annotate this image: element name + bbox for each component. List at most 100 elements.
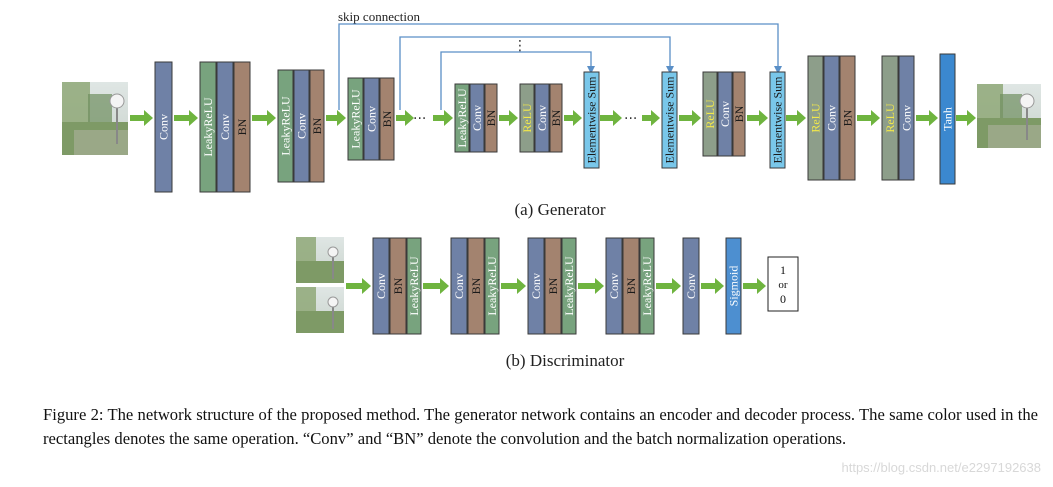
layer-rect (939, 53, 956, 185)
layer-conv-8: Conv (363, 77, 380, 161)
layer-rect (823, 55, 840, 181)
layer-conv-23: Conv (823, 55, 840, 181)
flow-arrow-19 (578, 278, 604, 294)
layer-leaky-7: LeakyReLU (347, 77, 364, 161)
layer-relu-25: ReLU (881, 55, 899, 181)
layer-conv-37: Conv (605, 237, 623, 335)
flow-arrow-6 (499, 110, 518, 126)
output-line-3: 0 (780, 292, 786, 306)
layer-conv-19: Conv (717, 71, 733, 157)
layer-conv-0: Conv (154, 61, 173, 193)
layer-leaky-4: LeakyReLU (277, 69, 294, 183)
layer-rect (682, 237, 700, 335)
skip-vertical-ellipsis: ⋮ (513, 38, 527, 54)
flow-arrow-8 (600, 110, 622, 126)
layer-label: LeakyReLU (279, 96, 293, 156)
flow-arrows (130, 110, 976, 294)
layer-rect (277, 69, 294, 183)
layer-bn-6: BN (309, 69, 325, 183)
layer-rect (484, 83, 498, 153)
flow-arrow-20 (656, 278, 681, 294)
layer-label: ReLU (809, 103, 823, 133)
layer-label: LeakyReLU (485, 256, 499, 316)
layer-rect (216, 61, 234, 193)
layer-label: BN (549, 109, 563, 126)
network-diagram: skip connection ⋮ 1 or (62, 9, 1041, 370)
layer-relu-22: ReLU (807, 55, 824, 181)
flow-arrow-7 (564, 110, 582, 126)
layer-leaky-10: LeakyReLU (454, 83, 470, 153)
layer-label: BN (732, 105, 746, 122)
layer-rect (549, 83, 563, 153)
layer-label: Conv (470, 105, 484, 131)
skip-connection-middle (399, 36, 674, 110)
flow-arrow-11 (747, 110, 768, 126)
generator-input-image (62, 82, 128, 155)
layer-bn-24: BN (839, 55, 856, 181)
layer-rect (199, 61, 217, 193)
layer-label: Conv (295, 113, 309, 139)
flow-arrow-16 (346, 278, 371, 294)
layer-label: BN (235, 118, 249, 135)
layer-rect (406, 237, 422, 335)
layer-rect (450, 237, 468, 335)
layer-leaky-33: LeakyReLU (484, 237, 500, 335)
layer-bn-35: BN (544, 237, 562, 335)
layer-leaky-1: LeakyReLU (199, 61, 217, 193)
decoder-ellipsis: ··· (624, 111, 637, 127)
layer-rect (379, 77, 395, 161)
layer-label: LeakyReLU (407, 256, 421, 316)
flow-arrow-22 (743, 278, 766, 294)
layer-conv-2: Conv (216, 61, 234, 193)
flow-arrow-10 (679, 110, 701, 126)
layer-bn-32: BN (467, 237, 485, 335)
layer-label: BN (624, 277, 638, 294)
layer-label: ReLU (883, 103, 897, 133)
layer-rect (639, 237, 655, 335)
flow-arrow-13 (857, 110, 880, 126)
layer-conv-11: Conv (469, 83, 485, 153)
layer-leaky-36: LeakyReLU (561, 237, 577, 335)
layer-sigmoid-41: Sigmoid (725, 237, 742, 335)
layer-label: BN (469, 277, 483, 294)
layer-relu-18: ReLU (702, 71, 718, 157)
layer-conv-14: Conv (534, 83, 550, 153)
layer-label: BN (546, 277, 560, 294)
layer-label: BN (310, 117, 324, 134)
layer-label: Elementwise Sum (771, 76, 785, 164)
flow-arrow-18 (501, 278, 526, 294)
layer-label: BN (484, 109, 498, 126)
layer-rect (527, 237, 545, 335)
skip-connection-inner (440, 51, 595, 110)
layer-conv-5: Conv (293, 69, 310, 183)
discriminator-caption: (b) Discriminator (506, 351, 625, 370)
layer-label: LeakyReLU (455, 88, 469, 148)
layer-rect (233, 61, 251, 193)
layer-label: Conv (157, 114, 171, 140)
layer-rect (725, 237, 742, 335)
layer-bn-20: BN (732, 71, 746, 157)
layer-label: LeakyReLU (201, 97, 215, 157)
flow-arrow-14 (916, 110, 938, 126)
figure-caption: Figure 2: The network structure of the p… (43, 405, 1038, 448)
layer-rect (717, 71, 733, 157)
layer-sum-21: Elementwise Sum (769, 71, 786, 169)
layer-rect (469, 83, 485, 153)
generator-output-image (977, 84, 1041, 148)
layer-rect (605, 237, 623, 335)
layer-label: LeakyReLU (640, 256, 654, 316)
layer-leaky-30: LeakyReLU (406, 237, 422, 335)
layer-rect (561, 237, 577, 335)
layer-label: Conv (535, 105, 549, 131)
layer-conv-26: Conv (898, 55, 915, 181)
layer-label: Elementwise Sum (585, 76, 599, 164)
layer-bn-15: BN (549, 83, 563, 153)
layer-rect (454, 83, 470, 153)
layer-label: Conv (607, 273, 621, 299)
layer-conv-28: Conv (372, 237, 390, 335)
layer-label: Conv (452, 273, 466, 299)
flow-arrow-21 (701, 278, 724, 294)
output-line-1: 1 (780, 263, 786, 277)
layer-sum-16: Elementwise Sum (583, 71, 600, 169)
